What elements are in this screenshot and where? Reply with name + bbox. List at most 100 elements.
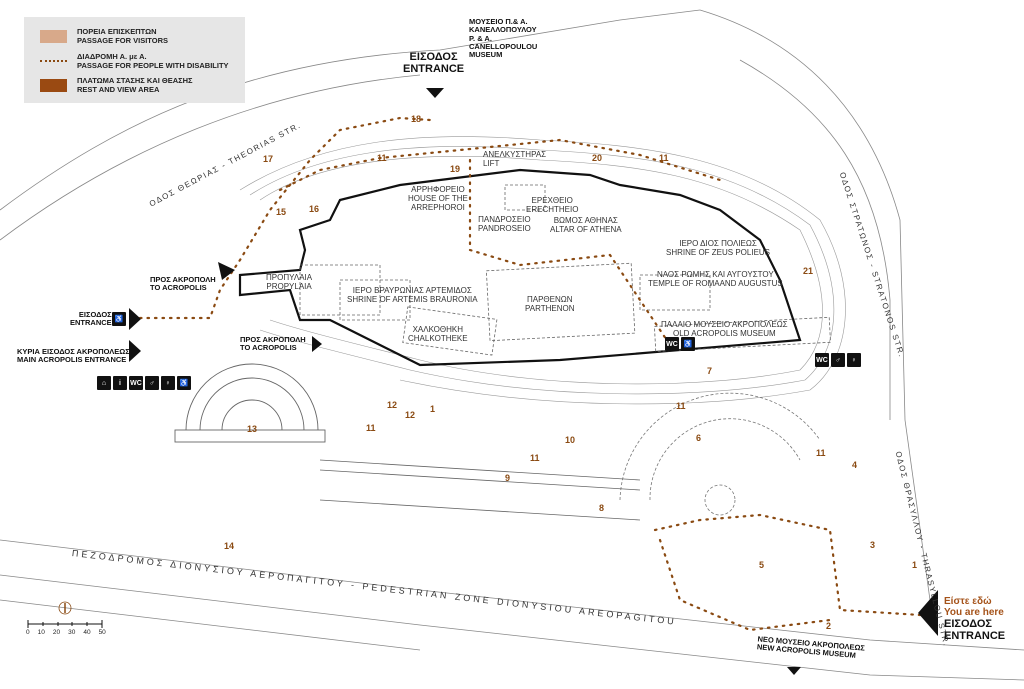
- wc-icon: WC: [815, 353, 829, 367]
- label-line: ENTRANCE: [403, 63, 465, 76]
- legend-label-en: REST AND VIEW AREA: [77, 84, 160, 94]
- site-number: 6: [696, 433, 702, 443]
- site-number: 2: [826, 621, 832, 631]
- site-number: 11: [659, 153, 669, 163]
- acropolis-wall: [238, 168, 802, 367]
- wc-icon: WC: [129, 376, 143, 390]
- label-line: ARREPHOROI: [411, 202, 465, 212]
- label-line: ΠΑΛΑΙΟ ΜΟΥΣΕΙΟ ΑΚΡΟΠΟΛΕΩΣ: [661, 320, 788, 329]
- site-number: 11: [530, 453, 540, 463]
- legend-item-disability: ΔΙΑΔΡΟΜΗ Α. με Α.PASSAGE FOR PEOPLE WITH…: [40, 52, 229, 70]
- label-line: ΠΡΟΣ ΑΚΡΟΠΟΛΗ: [150, 275, 216, 284]
- label-line: MAIN ACROPOLIS ENTRANCE: [17, 355, 127, 365]
- entrance-markers: [129, 88, 938, 675]
- legend-label-gr: ΔΙΑΔΡΟΜΗ Α. με Α.: [77, 52, 147, 61]
- label-line: PANDROSEIO: [478, 223, 531, 233]
- label-line: PROPYLAIA: [266, 281, 312, 291]
- stoa-eumenes: [319, 459, 641, 521]
- site-number: 15: [276, 207, 287, 217]
- entrance-gr: ΕΙΣΟΔΟΣ: [944, 618, 993, 630]
- site-number: 18: [411, 114, 422, 124]
- wheelchair-icon: ♿: [681, 337, 695, 351]
- site-number: 14: [224, 541, 235, 551]
- label-line: ΒΩΜΟΣ ΑΘΗΝΑΣ: [553, 216, 618, 225]
- you-are-here-gr: Είστε εδώ: [944, 596, 992, 607]
- wc-text: WC: [666, 340, 678, 348]
- north-entrance-label[interactable]: ΕΙΣΟΔΟΣ ENTRANCE: [403, 51, 464, 75]
- you-are-here-entrance[interactable]: Είστε εδώ You are here ΕΙΣΟΔΟΣ ENTRANCE: [944, 596, 1005, 642]
- info-icon: i: [113, 376, 127, 390]
- site-number: 17: [263, 154, 274, 164]
- label-line: ΜΟΥΣΕΙΟ Π.& Α.: [469, 17, 528, 26]
- label-line: ΚΑΝΕΛΛΟΠΟΥΛΟΥ: [469, 25, 537, 35]
- site-number: 12: [387, 400, 398, 410]
- site-number: 9: [505, 473, 511, 483]
- disability-route: [138, 116, 922, 632]
- rest-area-swatch: [40, 79, 67, 93]
- label-line: TEMPLE OF ROMAAND AUGUSTUS: [648, 278, 783, 288]
- label-line: ΕΡΕΧΘΕΙΟ: [531, 196, 573, 205]
- site-number: 12: [405, 410, 416, 420]
- label-line: SHRINE OF ZEUS POLIEUS: [666, 247, 771, 257]
- ticket-office-icon: ⌂: [97, 376, 111, 390]
- site-number: 7: [707, 366, 713, 376]
- site-number: 8: [599, 503, 605, 513]
- scale-tick: 50: [98, 629, 106, 636]
- label-line: ΕΙΣΟΔΟΣ: [409, 51, 458, 63]
- street-outlines: [0, 9, 1024, 681]
- label-line: OLD ACROPOLIS MUSEUM: [672, 328, 776, 338]
- wc-text: WC: [816, 356, 828, 364]
- wheelchair-icon: ♿: [112, 312, 126, 326]
- scale-bar: [27, 620, 103, 628]
- label-line: ΚΥΡΙΑ ΕΙΣΟΔΟΣ ΑΚΡΟΠΟΛΕΩΣ: [17, 347, 130, 356]
- visitor-path-swatch: [40, 30, 67, 44]
- label-line: CHALKOTHEKE: [408, 333, 468, 343]
- label-line: ΑΡΡΗΦΟΡΕΙΟ: [411, 185, 465, 194]
- label-line: ΧΑΛΚΟΘΗΚΗ: [412, 325, 464, 334]
- label-line: LIFT: [483, 158, 500, 168]
- label-line: ERECHTHEIO: [526, 204, 579, 214]
- label-line: SHRINE OF ARTEMIS BRAURONIA: [347, 294, 478, 304]
- site-number: 1: [430, 404, 436, 414]
- wheelchair-icon: ♿: [177, 376, 191, 390]
- scale-tick: 30: [68, 629, 76, 636]
- scale-tick: 0: [26, 629, 30, 636]
- legend-label-gr: ΠΟΡΕΙΑ ΕΠΙΣΚΕΠΤΩΝ: [77, 27, 157, 36]
- label-line: CANELLOPOULOU: [469, 41, 538, 51]
- legend-label-gr: ΠΛΑΤΩΜΑ ΣΤΑΣΗΣ ΚΑΙ ΘΕΑΣΗΣ: [77, 76, 193, 85]
- disability-path-swatch: [40, 59, 67, 64]
- monument-outlines: [299, 184, 831, 356]
- label-line: TO ACROPOLIS: [240, 343, 297, 353]
- label-line: ΙΕΡΟ ΒΡΑΥΡΩΝΙΑΣ ΑΡΤΕΜΙΔΟΣ: [352, 286, 472, 295]
- site-number: 10: [565, 435, 576, 445]
- female-icon: ♀: [847, 353, 861, 367]
- north-arrow-icon: [58, 601, 72, 615]
- male-icon: ♂: [831, 353, 845, 367]
- site-number: 11: [676, 401, 686, 411]
- label-line: ΑΝΕΛΚΥΣΤΗΡΑΣ: [483, 150, 547, 159]
- site-number: 11: [377, 153, 387, 163]
- site-number: 3: [870, 540, 876, 550]
- scale-tick: 20: [52, 629, 61, 636]
- label-line: ΠΡΟΠΥΛΑΙΑ: [266, 273, 313, 282]
- site-number: 1: [912, 560, 918, 570]
